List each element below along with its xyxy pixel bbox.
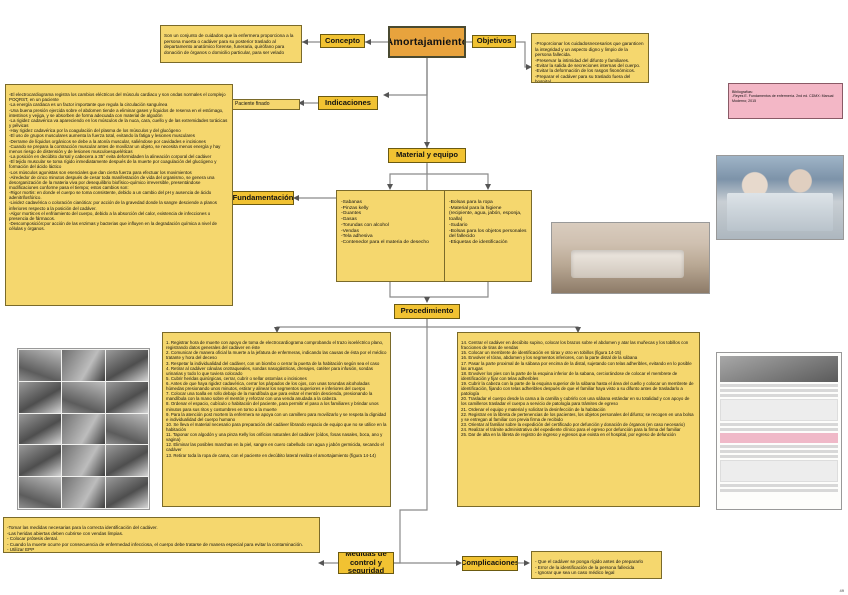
box-material-left: -Sabanas -Pinzas kelly -Guantes -Gasas -…: [336, 190, 446, 282]
pill-concepto[interactable]: Concepto: [320, 34, 365, 48]
note-bibliografia: Bibliografías: -Reyes E. Fundamentos de …: [728, 83, 843, 119]
note-objetivos-text: -Proporcionar los cuidadosnecesarios que…: [535, 41, 644, 83]
note-objetivos: -Proporcionar los cuidadosnecesarios que…: [531, 33, 649, 83]
photo-document-image: [717, 353, 841, 509]
note-complicaciones: - Que el cadáver se ponga rígido antes d…: [531, 551, 662, 579]
pill-material-label: Material y equipo: [395, 150, 459, 160]
photo-nurses-wrapping-body: [716, 155, 844, 240]
pill-concepto-label: Concepto: [324, 35, 360, 45]
box-material-right: -Bolsas para la ropa -Material para la h…: [444, 190, 532, 282]
pill-indicaciones[interactable]: Indicaciones: [318, 96, 378, 110]
box-procedimiento-right: 14. Centrar el cadáver en decúbito supin…: [457, 332, 700, 507]
center-topic-amortajamiento[interactable]: Amortajamiento: [388, 26, 466, 58]
box-procedimiento-left-text: 1. Registrar hora de muerte con apoyo de…: [166, 340, 387, 458]
pill-complicaciones[interactable]: Complicaciones: [462, 556, 518, 571]
box-procedimiento-right-text: 14. Centrar el cadáver en decúbito supin…: [461, 340, 694, 438]
pill-procedimiento-label: Procedimiento: [400, 306, 454, 316]
pill-objetivos[interactable]: Objetivos: [472, 35, 516, 48]
note-complicaciones-text: - Que el cadáver se ponga rígido antes d…: [535, 559, 644, 576]
pill-fundamentacion-label: Fundamentación: [232, 192, 294, 202]
pill-objetivos-label: Objetivos: [476, 36, 512, 46]
note-medidas: -Tomar las medidas necesarias para la co…: [3, 517, 320, 553]
note-fundamentacion: -El electrocardiograma registra los camb…: [5, 84, 233, 306]
note-medidas-text: -Tomar las medidas necesarias para la co…: [7, 525, 303, 553]
photo-deceased-patient-bed: [551, 222, 710, 294]
photo-bed-image: [552, 223, 709, 293]
pill-indicaciones-label: Indicaciones: [324, 97, 371, 107]
box-material-left-text: -Sabanas -Pinzas kelly -Guantes -Gasas -…: [341, 199, 429, 246]
center-topic-label: Amortajamiento: [388, 35, 466, 48]
photo-grid-procedure-steps: [17, 348, 150, 510]
pill-material-y-equipo[interactable]: Material y equipo: [388, 148, 466, 163]
photo-document-form: [716, 352, 842, 510]
pill-complicaciones-label: Complicaciones: [462, 558, 518, 568]
note-concepto-text: Son un conjunto de cuidados que la enfer…: [164, 33, 294, 55]
pill-medidas-label: Medidas de control y seguridad: [345, 552, 387, 574]
note-indicaciones-text: Paciente finado: [235, 100, 270, 107]
photo-nurses-image: [717, 156, 843, 239]
pill-procedimiento[interactable]: Procedimiento: [394, 304, 460, 319]
photo-grid-image: [18, 349, 149, 509]
note-bibliografia-text: Bibliografías: -Reyes E. Fundamentos de …: [732, 90, 834, 103]
pill-fundamentacion[interactable]: Fundamentación: [232, 191, 294, 205]
pill-medidas-control-seguridad[interactable]: Medidas de control y seguridad: [338, 552, 394, 574]
box-material-right-text: -Bolsas para la ropa -Material para la h…: [449, 199, 527, 246]
page-number: 49: [839, 588, 844, 593]
note-concepto: Son un conjunto de cuidados que la enfer…: [160, 25, 302, 63]
note-indicaciones: Paciente finado: [231, 99, 300, 110]
note-fundamentacion-text: -El electrocardiograma registra los camb…: [9, 92, 228, 232]
box-procedimiento-left: 1. Registrar hora de muerte con apoyo de…: [162, 332, 391, 507]
